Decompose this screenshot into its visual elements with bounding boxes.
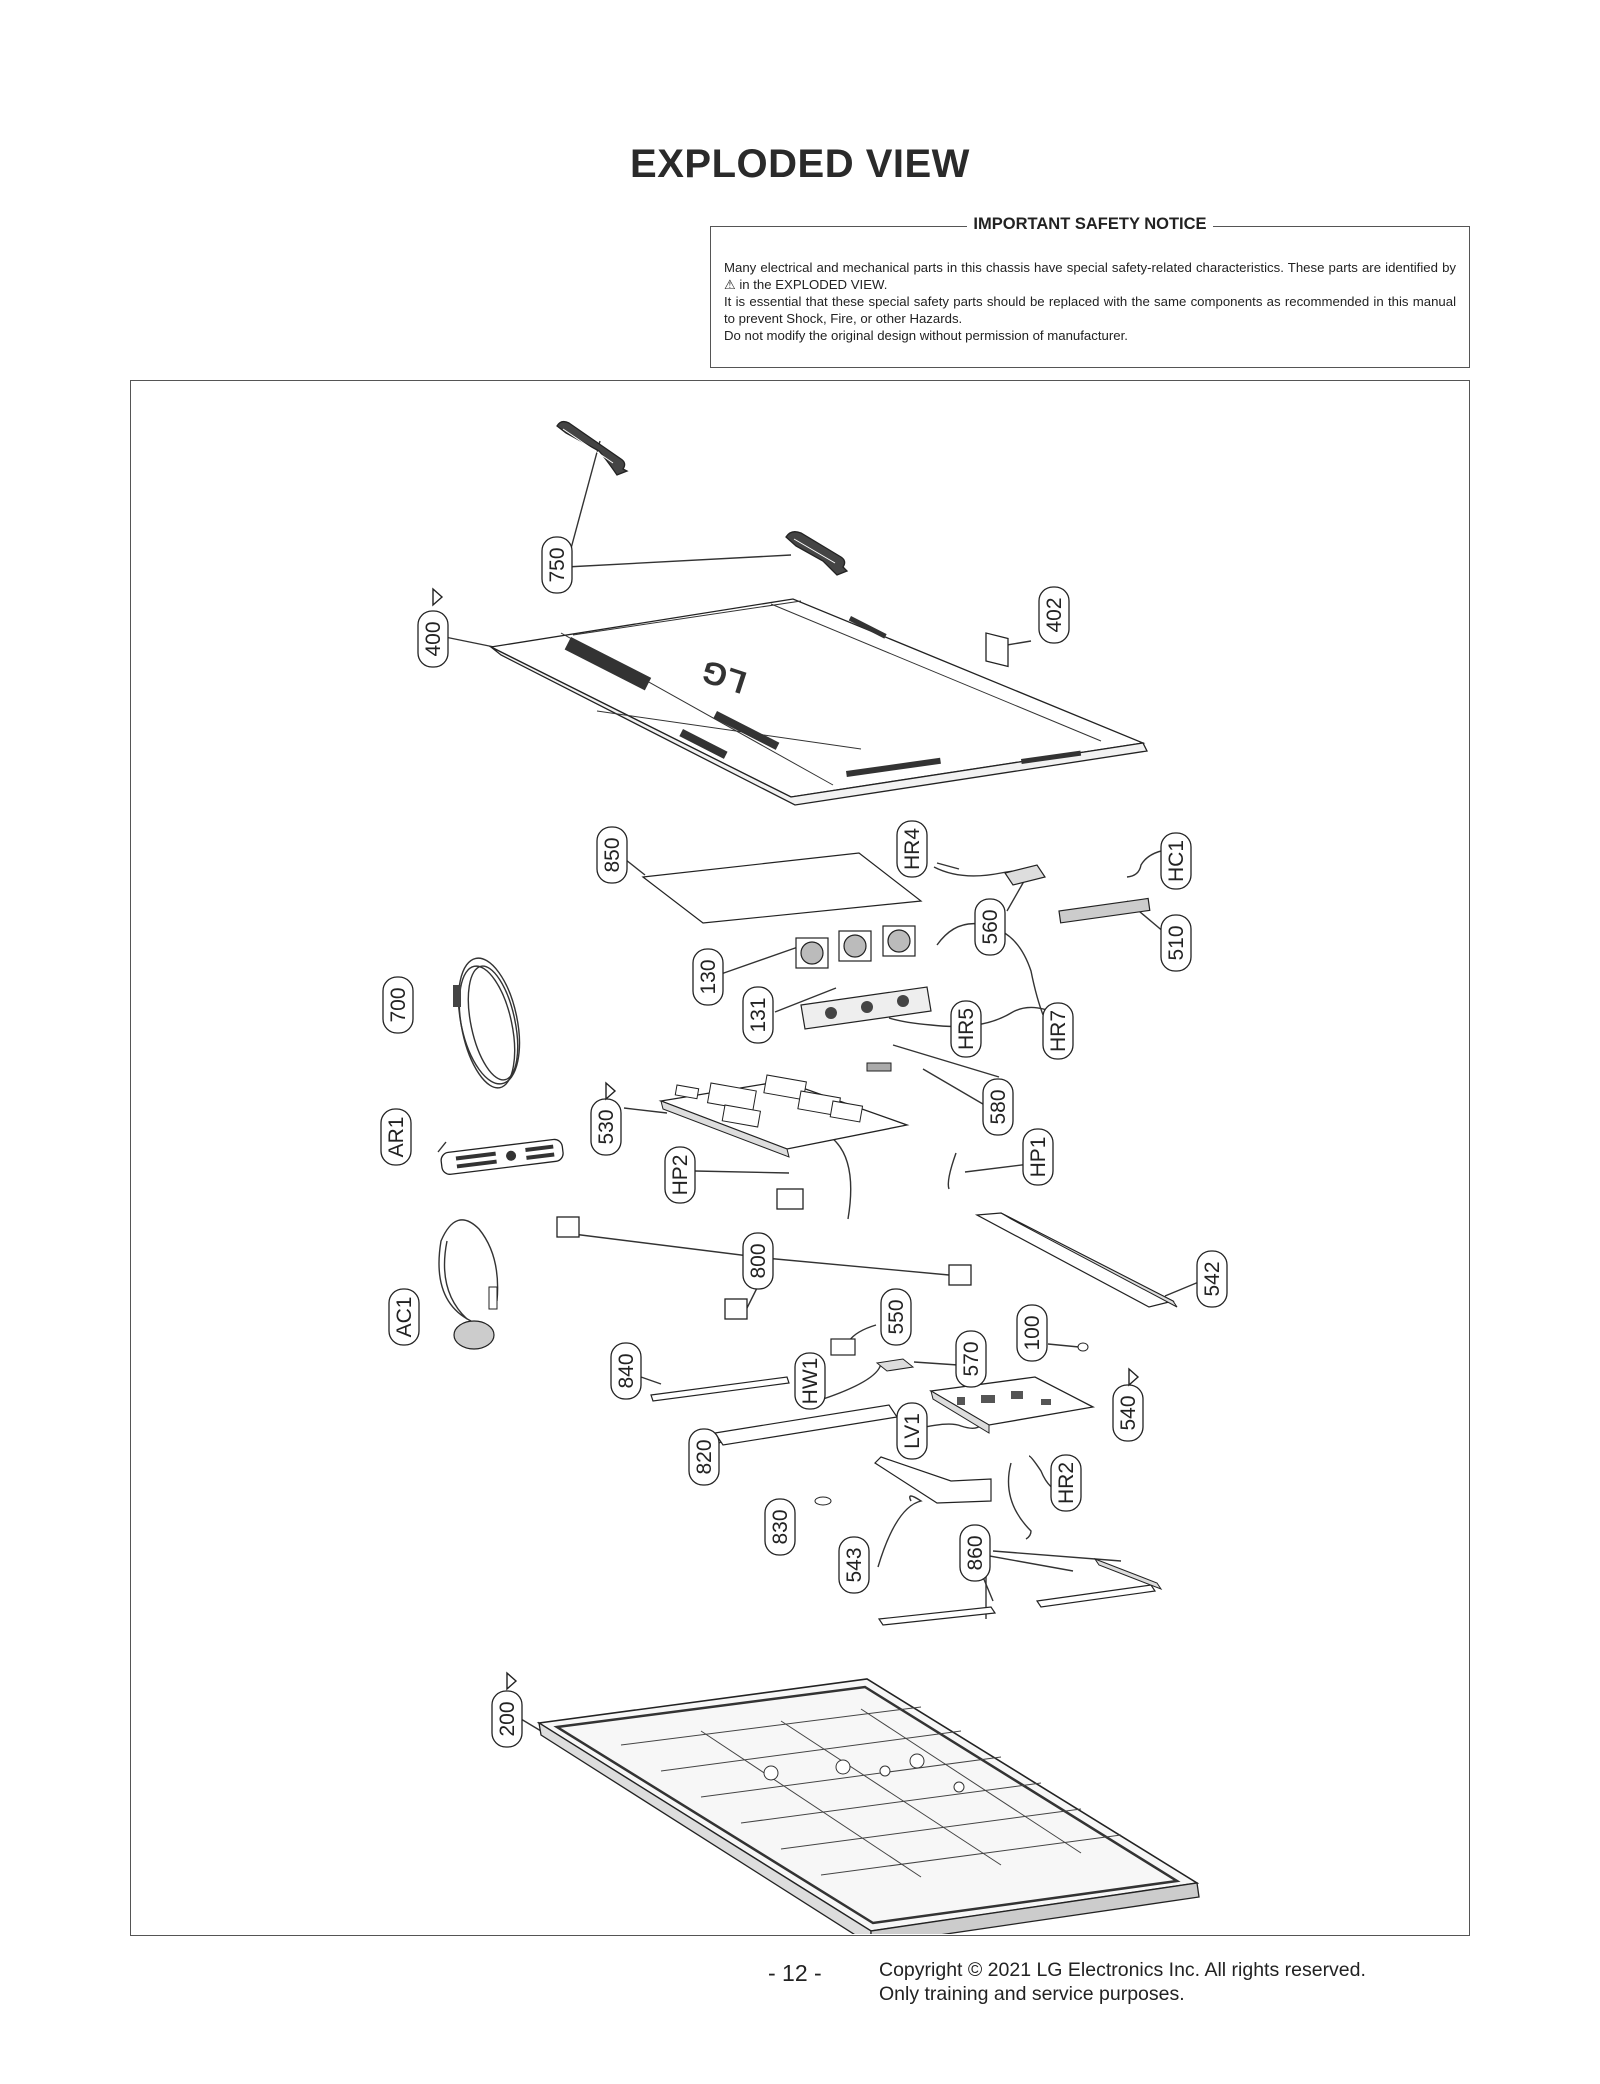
warning-triangle-icon (506, 1671, 518, 1691)
callout-530: 530 (595, 1109, 618, 1144)
callout-HR2: HR2 (1055, 1462, 1078, 1504)
safety-notice-box: IMPORTANT SAFETY NOTICE Many electrical … (710, 215, 1470, 368)
callout-HR7: HR7 (1047, 1010, 1070, 1052)
safety-notice-line-1: Many electrical and mechanical parts in … (724, 260, 1456, 292)
warning-triangle-icon: ⚠ (724, 277, 736, 292)
warning-triangle-icon (1128, 1367, 1140, 1387)
callout-AR1: AR1 (385, 1117, 408, 1158)
callout-850: 850 (601, 837, 624, 872)
callout-543: 543 (843, 1547, 866, 1582)
callout-HP1: HP1 (1027, 1137, 1050, 1178)
warning-triangle-icon (605, 1081, 617, 1101)
callout-830: 830 (769, 1509, 792, 1544)
callout-570: 570 (960, 1341, 983, 1376)
safety-notice-title: IMPORTANT SAFETY NOTICE (967, 215, 1213, 233)
safety-notice-line-2: It is essential that these special safet… (724, 294, 1456, 326)
exploded-view-diagram: LG (380, 420, 1228, 1947)
callout-510: 510 (1165, 925, 1188, 960)
callout-100: 100 (1021, 1315, 1044, 1350)
callout-HR4: HR4 (901, 828, 924, 870)
callout-130: 130 (697, 959, 720, 994)
copyright-line: Copyright © 2021 LG Electronics Inc. All… (879, 1959, 1366, 1981)
callout-HC1: HC1 (1165, 840, 1188, 882)
callout-HW1: HW1 (799, 1358, 822, 1405)
copyright-block: Copyright © 2021 LG Electronics Inc. All… (879, 1958, 1366, 2006)
callout-200: 200 (496, 1701, 519, 1736)
callout-HR5: HR5 (955, 1008, 978, 1050)
callout-402: 402 (1043, 597, 1066, 632)
callout-542: 542 (1201, 1261, 1224, 1296)
callout-131: 131 (747, 997, 770, 1032)
callout-820: 820 (693, 1439, 716, 1474)
callout-700: 700 (387, 987, 410, 1022)
exploded-view-frame: LG (130, 380, 1470, 1947)
purpose-line: Only training and service purposes. (879, 1983, 1185, 2005)
callout-560: 560 (979, 909, 1002, 944)
callout-550: 550 (885, 1299, 908, 1334)
page-number: - 12 - (768, 1960, 822, 1986)
callout-HP2: HP2 (669, 1155, 692, 1196)
callout-400: 400 (422, 621, 445, 656)
callout-540: 540 (1117, 1395, 1140, 1430)
warning-triangle-icon (432, 587, 444, 607)
callout-860: 860 (964, 1535, 987, 1570)
safety-notice-body: Many electrical and mechanical parts in … (724, 259, 1456, 344)
callout-840: 840 (615, 1353, 638, 1388)
callout-750: 750 (546, 547, 569, 582)
page-title: EXPLODED VIEW (630, 142, 970, 186)
callout-AC1: AC1 (393, 1297, 416, 1338)
safety-notice-line-3: Do not modify the original design withou… (724, 328, 1128, 343)
callout-LV1: LV1 (901, 1413, 924, 1449)
callout-580: 580 (987, 1089, 1010, 1124)
callout-800: 800 (747, 1243, 770, 1278)
